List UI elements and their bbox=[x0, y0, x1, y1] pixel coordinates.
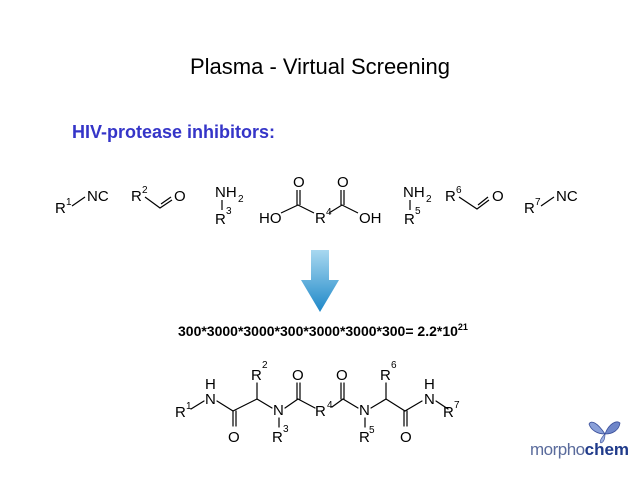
formula-exponent: 21 bbox=[457, 322, 468, 332]
reagent-isonitrile2: NC bbox=[556, 188, 578, 205]
reagent-r5: R bbox=[404, 211, 415, 228]
product-h2: H bbox=[424, 376, 435, 393]
reagent-aldehyde1-o: O bbox=[174, 188, 186, 205]
product-r2-index: 2 bbox=[262, 360, 268, 371]
product-n3: N bbox=[359, 402, 370, 419]
logo-part-morpho: morpho bbox=[530, 440, 585, 459]
product-r1: R bbox=[175, 404, 186, 421]
logo-part-chem: chem bbox=[584, 440, 630, 459]
product-n4: N bbox=[424, 391, 435, 408]
butterfly-icon bbox=[588, 421, 621, 444]
reagent-r7-index: 7 bbox=[535, 197, 541, 208]
product-n2: N bbox=[273, 402, 284, 419]
reagent-r4-index: 4 bbox=[326, 207, 332, 218]
reagent-r5-index: 5 bbox=[415, 206, 421, 217]
logo-wordmark: morphochem bbox=[530, 440, 629, 460]
product-n1: N bbox=[205, 391, 216, 408]
reagent-r1: R bbox=[55, 200, 66, 217]
combinatorial-formula: 300*3000*3000*300*3000*3000*300= 2.2*102… bbox=[178, 322, 468, 339]
reagent-diacid-o1: O bbox=[293, 174, 305, 191]
formula-main: 300*3000*3000*300*3000*3000*300= 2.2*10 bbox=[178, 323, 458, 339]
reagent-r2-index: 2 bbox=[142, 185, 148, 196]
product-r5: R bbox=[359, 429, 370, 446]
reagent-amine1: NH bbox=[215, 184, 237, 201]
reagent-aldehyde2-o: O bbox=[492, 188, 504, 205]
product-r4: R bbox=[315, 403, 326, 420]
reagent-isonitrile1: NC bbox=[87, 188, 109, 205]
product-o1: O bbox=[228, 429, 240, 446]
product-r3: R bbox=[272, 429, 283, 446]
reagent-r1-index: 1 bbox=[66, 197, 72, 208]
product-r7: R bbox=[443, 404, 454, 421]
reagent-diacid-ho: HO bbox=[259, 210, 282, 227]
reagent-r6: R bbox=[445, 188, 456, 205]
reagent-amine2-sub: 2 bbox=[426, 194, 432, 205]
reagent-r3-index: 3 bbox=[226, 206, 232, 217]
down-arrow-icon bbox=[301, 250, 339, 312]
product-r3-index: 3 bbox=[283, 424, 289, 435]
product-o2: O bbox=[292, 367, 304, 384]
product-r6-index: 6 bbox=[391, 360, 397, 371]
product-r1-index: 1 bbox=[186, 401, 192, 412]
morphochem-logo: morphochem bbox=[527, 420, 637, 465]
reagent-diacid-o2: O bbox=[337, 174, 349, 191]
product-r5-index: 5 bbox=[369, 425, 375, 436]
product-h1: H bbox=[205, 376, 216, 393]
slide-title: Plasma - Virtual Screening bbox=[189, 54, 451, 79]
product-r7-index: 7 bbox=[454, 400, 460, 411]
product-r2: R bbox=[251, 367, 262, 384]
reagent-amine2: NH bbox=[403, 184, 425, 201]
reagent-r4: R bbox=[315, 210, 326, 227]
reagent-amine1-sub: 2 bbox=[238, 194, 244, 205]
reagent-r7: R bbox=[524, 200, 535, 217]
reagent-r6-index: 6 bbox=[456, 185, 462, 196]
reagent-r2: R bbox=[131, 188, 142, 205]
product-r4-index: 4 bbox=[327, 400, 333, 411]
reagent-diacid-oh: OH bbox=[359, 210, 382, 227]
reagent-r3: R bbox=[215, 211, 226, 228]
product-o3: O bbox=[336, 367, 348, 384]
product-o4: O bbox=[400, 429, 412, 446]
slide-subtitle: HIV-protease inhibitors: bbox=[72, 122, 276, 142]
product-r6: R bbox=[380, 367, 391, 384]
